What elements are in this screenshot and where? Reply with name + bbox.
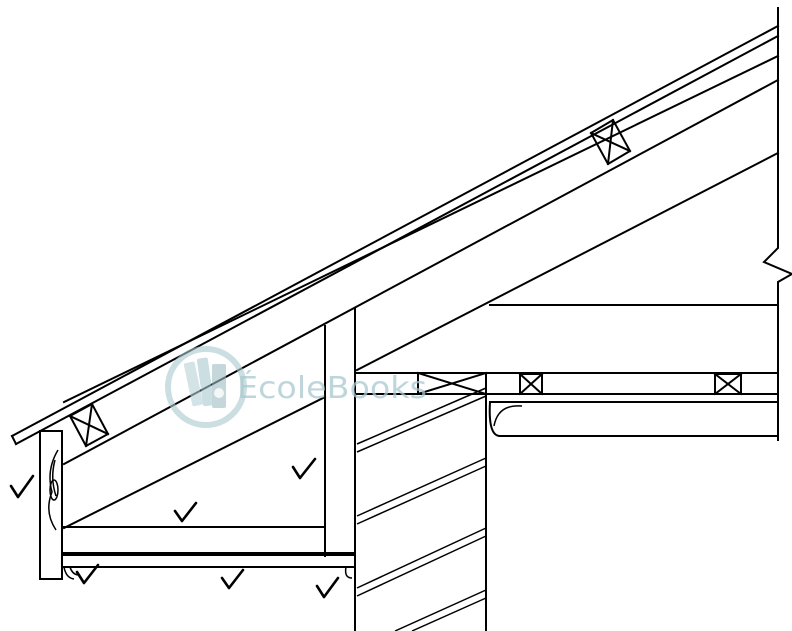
check-mark-icon [291,457,317,480]
weatherboard-lines [356,387,487,631]
soffit-bearer [61,526,356,554]
watermark-text: ÉcoleBooks [237,370,427,406]
batten-upper [589,118,632,166]
fascia-board [39,430,63,580]
check-mark-icon [9,474,35,499]
wall-plate [416,371,488,396]
external-wall [354,307,487,631]
inner-roof-line [62,151,780,530]
cornice-moulding [488,400,523,438]
check-mark-icon [75,563,100,585]
book-stack-icon [165,346,247,428]
check-mark-icon [220,568,245,590]
ceiling-noggin-2 [713,372,743,396]
batten-lower [68,402,110,448]
scotia-moulding-left [63,566,79,580]
check-mark-icon [173,501,198,523]
ashlar-stud [324,307,356,557]
ceiling-noggin-1 [518,372,544,396]
scotia-moulding-right [344,566,353,579]
check-mark-icon [315,576,340,599]
rafter [62,54,780,466]
break-line [762,7,792,441]
watermark: ÉcoleBooks [165,346,427,428]
soffit-lining [61,554,356,568]
